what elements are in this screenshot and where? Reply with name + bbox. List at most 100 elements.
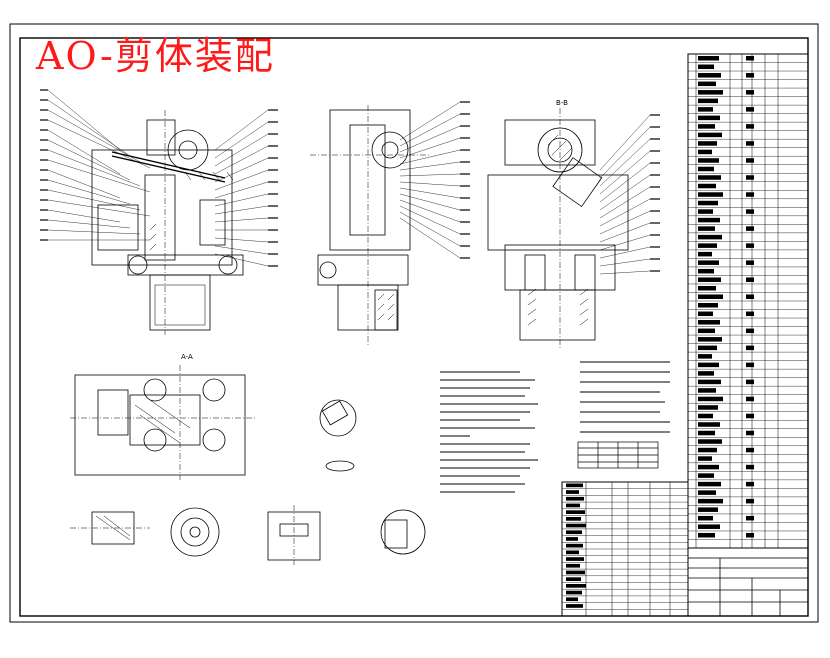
bom-entry (566, 543, 583, 548)
bom-table (561, 481, 689, 617)
parts-list-entry (698, 294, 723, 299)
callout-leader (399, 173, 461, 177)
balloon-callouts (40, 89, 660, 275)
bom-entry (566, 604, 583, 608)
bom-entry (566, 530, 582, 535)
parts-list-qty (746, 226, 754, 231)
parts-list-qty (746, 90, 754, 95)
callout-leader (214, 169, 269, 191)
parts-list-entry (698, 64, 714, 70)
callout-leader (399, 161, 461, 171)
callout-leader (599, 246, 651, 259)
parts-list-qty (746, 345, 754, 351)
callout-leader (214, 121, 269, 159)
parts-list-qty (746, 515, 754, 521)
bom-entry (566, 584, 586, 588)
callout-leader (399, 205, 461, 235)
parts-list-entry (698, 124, 715, 129)
parts-list-entry (698, 430, 715, 436)
callout-leader (47, 179, 131, 205)
callout-leader (214, 237, 269, 243)
parts-list-entry (698, 362, 719, 368)
parts-list-qty (746, 124, 754, 129)
callout-leader (599, 270, 651, 275)
callout-leader (47, 169, 121, 199)
callout-leader (214, 133, 269, 167)
callout-leader (214, 145, 269, 175)
bom-entry (566, 590, 582, 595)
parts-list-entry (698, 158, 719, 163)
parts-list-qty (746, 379, 754, 385)
parts-list-entry (698, 473, 714, 478)
parts-list-entry (698, 405, 718, 410)
parts-list-entry (698, 498, 723, 504)
parts-list-entry (698, 311, 713, 317)
callout-leader (599, 210, 651, 235)
bom-entry (566, 496, 584, 501)
callout-leader (599, 114, 651, 171)
parts-list-entry (698, 379, 721, 385)
parts-list-qty (746, 362, 754, 368)
parts-list-entry (698, 200, 718, 206)
bom-entry (566, 537, 578, 541)
parts-list-entry (698, 337, 722, 342)
parts-list-entry (698, 422, 720, 427)
callout-leader (47, 209, 121, 223)
parts-list-entry (698, 90, 723, 95)
callout-leader (214, 157, 269, 183)
callout-leader (399, 101, 461, 141)
callout-leader (399, 137, 461, 159)
parts-list-entry (698, 226, 715, 231)
technical-notes (440, 361, 670, 493)
bom-entry (566, 510, 585, 514)
parts-list-qty (746, 141, 754, 146)
parts-list-table (687, 53, 809, 549)
callout-leader (214, 217, 269, 223)
bom-entry (566, 557, 584, 561)
parts-list-entry (698, 481, 721, 487)
callout-leader (399, 211, 461, 247)
callout-leader (47, 99, 131, 157)
parts-list-entry (698, 354, 712, 359)
parts-list-qty (746, 243, 754, 248)
parts-list-entry (698, 192, 723, 197)
side-view (310, 105, 430, 345)
parts-list-entry (698, 243, 717, 248)
inner-border (19, 37, 809, 617)
outer-border (9, 23, 819, 623)
parts-list-entry (698, 98, 718, 104)
parts-list-entry (698, 303, 718, 308)
callout-leader (599, 234, 651, 251)
parts-list-entry (698, 260, 719, 265)
parts-list-qty (746, 158, 754, 163)
parts-list-qty (746, 532, 754, 538)
callout-leader (399, 199, 461, 223)
front-view (91, 110, 244, 335)
callout-leader (399, 193, 461, 211)
parts-list-entry (698, 56, 719, 61)
callout-leader (214, 253, 269, 267)
callout-leader (599, 258, 651, 267)
parts-list-qty (746, 498, 754, 504)
parts-list-qty (746, 192, 754, 197)
bom-entry (566, 563, 580, 568)
callout-leader (214, 181, 269, 199)
parts-list-entry (698, 320, 720, 325)
callout-leader (47, 159, 151, 193)
parts-list-qty (746, 413, 754, 419)
parts-list-entry (698, 285, 716, 291)
parts-list-qty (746, 396, 754, 402)
callout-leader (47, 199, 151, 217)
spec-table (577, 441, 659, 469)
parts-list-entry (698, 107, 713, 112)
callout-leader (47, 89, 121, 151)
parts-list-qty (746, 56, 754, 61)
parts-list-entry (698, 81, 716, 87)
parts-list-entry (698, 175, 721, 180)
callout-leader (47, 219, 131, 229)
parts-list-entry (698, 183, 716, 189)
bom-entry (566, 550, 579, 555)
parts-list-entry (698, 345, 717, 351)
section-label-a: A-A (181, 353, 193, 361)
